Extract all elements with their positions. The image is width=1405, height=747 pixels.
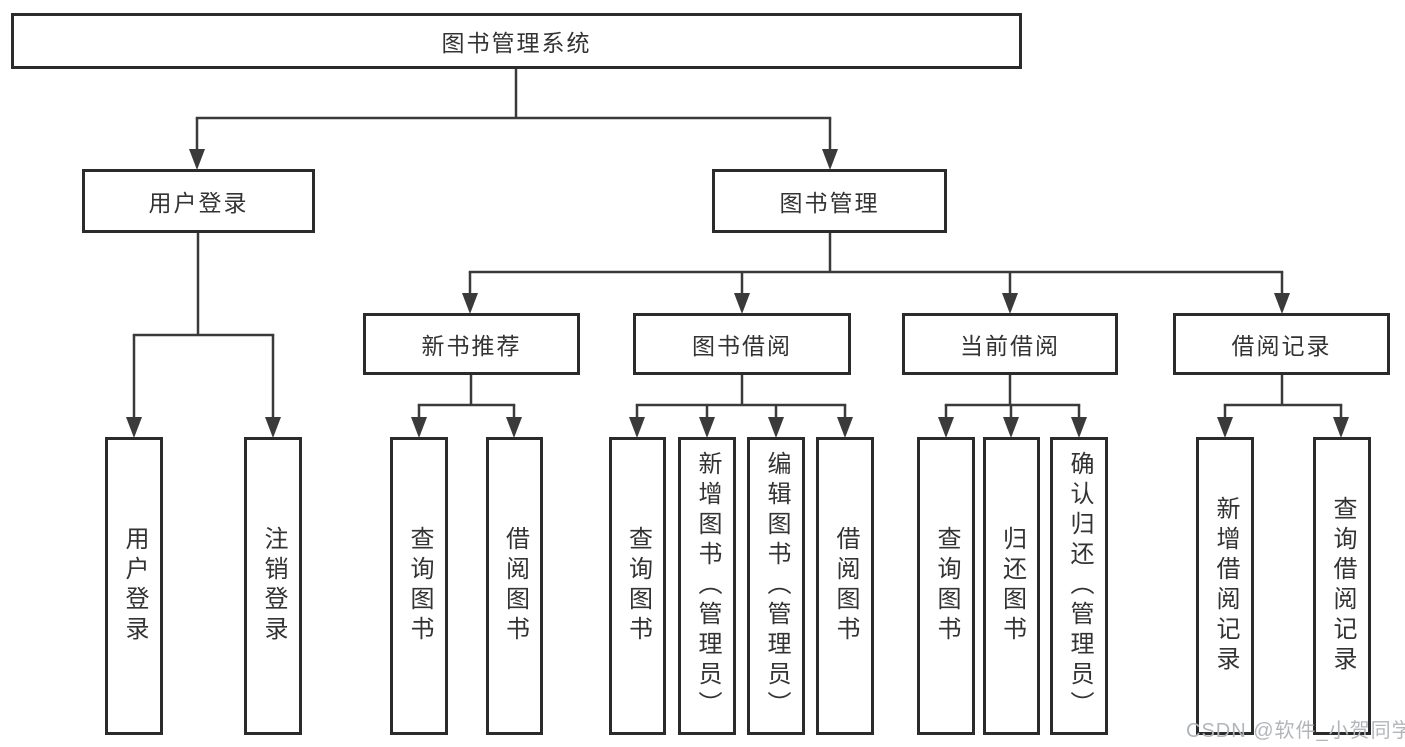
node-system-root: 图书管理系统 (11, 13, 1022, 69)
node-label: 新增借阅记录 (1212, 496, 1239, 676)
node-label: 当前借阅 (960, 333, 1060, 359)
leaf-records-add: 新增借阅记录 (1196, 437, 1254, 735)
node-label: 新书推荐 (421, 333, 522, 359)
leaf-current-return: 归还图书 (983, 437, 1040, 735)
node-book-management-branch: 图书管理 (712, 169, 947, 233)
leaf-logout: 注销登录 (244, 437, 302, 735)
node-label: 借阅图书 (832, 526, 859, 646)
leaf-current-query: 查询图书 (917, 437, 975, 735)
node-label: 查询图书 (933, 526, 960, 646)
node-label: 归还图书 (998, 526, 1026, 646)
node-label: 新增图书（管理员） (694, 451, 721, 721)
leaf-borrow-borrow: 借阅图书 (816, 437, 874, 735)
leaf-borrow-edit-admin: 编辑图书（管理员） (747, 437, 805, 735)
node-label: 图书管理系统 (441, 30, 592, 56)
node-user-login-branch: 用户登录 (82, 169, 315, 233)
node-current-borrow-module: 当前借阅 (902, 313, 1118, 375)
node-label: 用户登录 (121, 526, 148, 646)
node-label: 查询图书 (624, 526, 652, 646)
connector-arrowheads (126, 149, 1349, 438)
node-borrow-records-module: 借阅记录 (1173, 313, 1390, 375)
leaf-newbooks-query: 查询图书 (390, 437, 448, 735)
node-label: 借阅图书 (501, 526, 529, 646)
leaf-current-confirm-admin: 确认归还（管理员） (1050, 437, 1108, 735)
node-label: 查询借阅记录 (1329, 496, 1356, 676)
node-new-books-module: 新书推荐 (363, 313, 580, 375)
watermark: CSDN @软件_小贺同学 (1186, 720, 1405, 742)
node-label: 注销登录 (260, 526, 287, 646)
node-label: 确认归还（管理员） (1066, 451, 1093, 721)
node-label: 查询图书 (406, 526, 433, 646)
node-label: 编辑图书（管理员） (763, 451, 790, 721)
leaf-newbooks-borrow: 借阅图书 (486, 437, 543, 735)
node-label: 用户登录 (148, 190, 249, 216)
leaf-user-login: 用户登录 (105, 437, 163, 735)
leaf-borrow-add-admin: 新增图书（管理员） (678, 437, 736, 735)
node-label: 图书借阅 (692, 333, 792, 359)
node-label: 图书管理 (779, 190, 880, 216)
leaf-borrow-query: 查询图书 (609, 437, 666, 735)
node-label: 借阅记录 (1231, 333, 1332, 359)
connector-strokes (132, 68, 1343, 418)
node-book-borrow-module: 图书借阅 (633, 313, 851, 375)
leaf-records-query: 查询借阅记录 (1313, 437, 1371, 735)
